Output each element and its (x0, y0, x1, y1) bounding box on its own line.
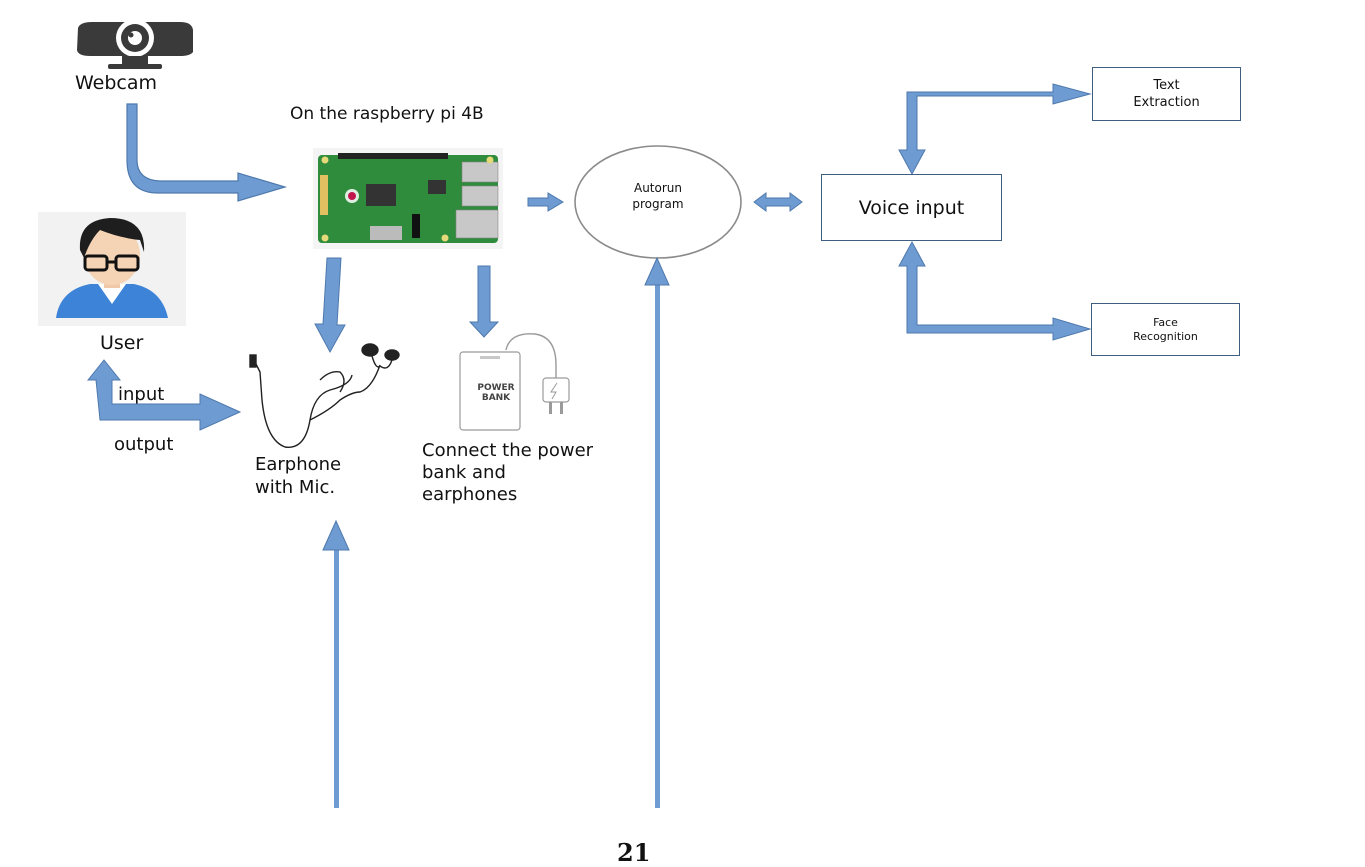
voice-input-box: Voice input (821, 174, 1002, 241)
autorun-label: Autorun program (632, 181, 684, 211)
raspberry-pi-board-icon (313, 148, 503, 249)
autorun-voice-double-arrow (753, 192, 803, 212)
autorun-program-node (574, 145, 742, 259)
text-extraction-box: Text Extraction (1092, 67, 1241, 121)
up-arrow-to-earphone (322, 519, 350, 808)
webcam-icon (77, 19, 193, 69)
user-avatar-icon (38, 212, 186, 326)
power-bank-text: POWER BANK (477, 383, 515, 403)
input-label: input (118, 384, 165, 405)
rpi-to-autorun-arrow (527, 192, 564, 212)
user-label: User (100, 332, 144, 354)
rpi-to-earphone-arrow (314, 257, 346, 354)
powerbank-caption: Connect the power bank and earphones (422, 440, 594, 505)
earphone-label: Earphone with Mic. (255, 454, 342, 498)
webcam-label: Webcam (75, 72, 158, 94)
voice-to-text-extraction-arrow (898, 83, 1092, 176)
output-label: output (114, 434, 174, 455)
charger-plug-icon (542, 377, 570, 414)
rpi-to-powerbank-arrow (468, 265, 500, 338)
up-arrow-to-autorun (644, 256, 670, 808)
voice-to-face-recognition-arrow (898, 240, 1092, 341)
webcam-to-rpi-arrow (126, 103, 288, 202)
page-number: 21 (617, 838, 651, 867)
face-recognition-box: Face Recognition (1091, 303, 1240, 356)
power-bank-icon (459, 333, 557, 431)
earphone-icon (249, 343, 400, 448)
rpi-title: On the raspberry pi 4B (290, 104, 484, 124)
user-earphone-io-arrow (86, 359, 242, 431)
